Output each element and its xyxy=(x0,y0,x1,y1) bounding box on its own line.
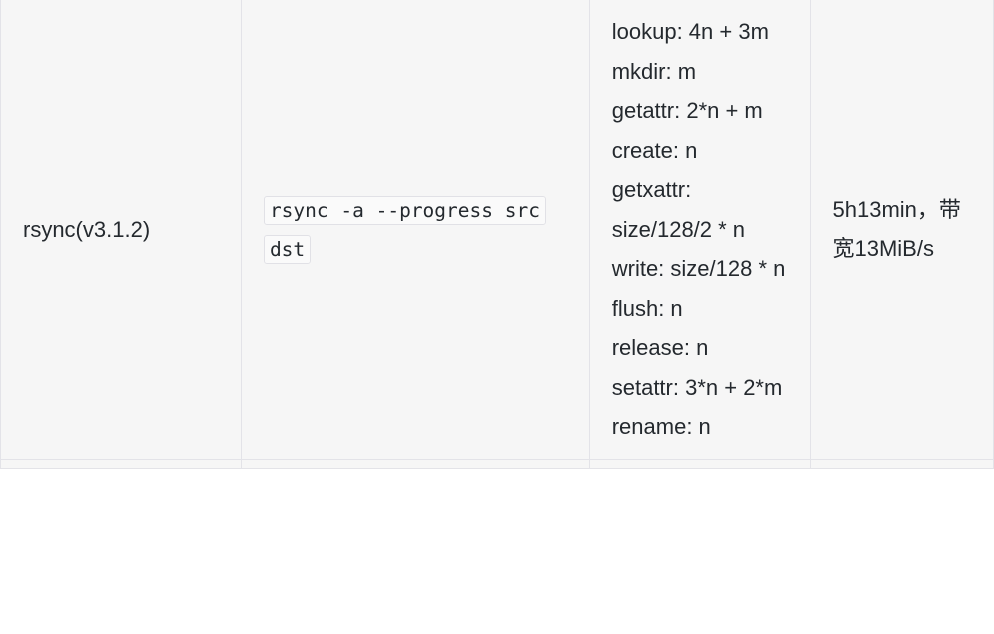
operation-item: setattr: 3*n + 2*m xyxy=(611,374,783,400)
cell-operations: lookup: 4n + 3m mkdir: m getattr: 2*n + … xyxy=(588,0,811,460)
table-row-next xyxy=(0,458,994,469)
operation-item: release: n xyxy=(611,335,709,360)
operation-item: flush: n xyxy=(611,295,683,321)
cell-result: 5h13min，带宽13MiB/s xyxy=(809,0,994,460)
operation-item: lookup: 4n + 3m xyxy=(611,19,769,44)
cell-command-next xyxy=(240,458,590,469)
cell-operations-next xyxy=(588,458,811,469)
cell-tool: rsync(v3.1.2) xyxy=(0,0,242,460)
cell-result-next xyxy=(809,458,994,469)
result-value: 5h13min，带宽13MiB/s xyxy=(832,196,961,262)
operation-item: mkdir: m xyxy=(611,58,697,84)
operation-item: getxattr: size/128/2 * n xyxy=(611,177,746,242)
command-code: rsync -a --progress src dst xyxy=(263,195,546,265)
cell-command: rsync -a --progress src dst xyxy=(240,0,590,460)
table-row: rsync(v3.1.2) rsync -a --progress src ds… xyxy=(0,0,994,460)
cell-tool-next xyxy=(0,458,242,469)
tool-name: rsync(v3.1.2) xyxy=(23,216,151,242)
operation-item: rename: n xyxy=(611,414,711,439)
operation-item: getattr: 2*n + m xyxy=(611,98,763,123)
operation-item: write: size/128 * n xyxy=(611,256,786,281)
metrics-table: rsync(v3.1.2) rsync -a --progress src ds… xyxy=(0,0,994,469)
operation-item: create: n xyxy=(611,137,698,163)
